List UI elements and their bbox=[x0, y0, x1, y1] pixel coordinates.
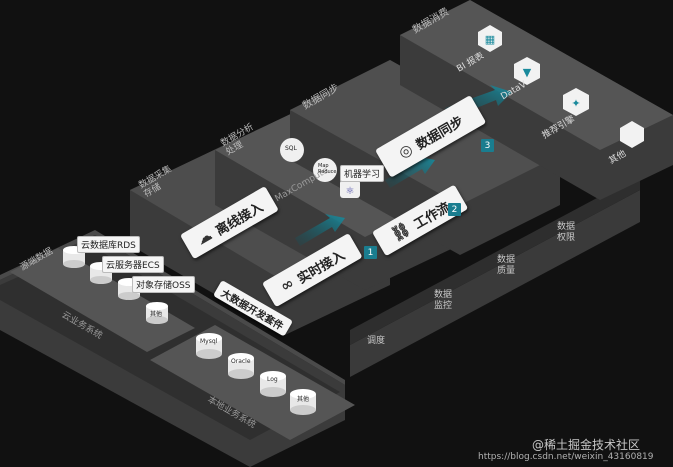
mapreduce-badge bbox=[313, 158, 337, 182]
watermark-community: @稀土掘金技术社区 bbox=[532, 438, 641, 452]
ml-callout: 机器学习 bbox=[340, 165, 385, 182]
governance-schedule: 调度 bbox=[366, 336, 385, 346]
step-3-badge: 3 bbox=[481, 139, 494, 152]
governance-quality: 数据质量 bbox=[496, 255, 515, 276]
svg-text:✦: ✦ bbox=[571, 97, 580, 110]
cloud-system-strip bbox=[10, 248, 195, 352]
log-cylinder bbox=[260, 371, 286, 397]
step-2-badge: 2 bbox=[448, 203, 461, 216]
mysql-cylinder bbox=[196, 333, 222, 359]
log-label: Log bbox=[267, 376, 278, 383]
workflow-icon: ⛓ bbox=[387, 219, 414, 245]
cloud-other-label: 其他 bbox=[150, 311, 163, 318]
oss-callout: 对象存储OSS bbox=[132, 276, 195, 293]
oracle-label: Oracle bbox=[231, 358, 251, 365]
governance-monitor: 数据监控 bbox=[433, 290, 452, 311]
rds-callout: 云数据库RDS bbox=[77, 236, 140, 253]
bi-report-hex: ▦ bbox=[478, 25, 502, 52]
flow-arrow-2 bbox=[385, 156, 435, 188]
sync-icon: ◎ bbox=[395, 139, 416, 162]
other-hex bbox=[620, 121, 644, 148]
step-1-badge: 1 bbox=[364, 246, 377, 259]
svg-text:▦: ▦ bbox=[485, 33, 495, 46]
mapreduce-label: Map Reduce bbox=[318, 163, 337, 175]
svg-text:⚛: ⚛ bbox=[346, 186, 355, 197]
governance-panel bbox=[350, 190, 640, 377]
flow-arrow-1 bbox=[295, 214, 345, 246]
cloud-other-cylinder bbox=[146, 302, 168, 324]
ml-badge: ⚛ bbox=[340, 180, 360, 198]
governance-permission: 数据权限 bbox=[556, 222, 575, 243]
sql-badge bbox=[280, 138, 304, 162]
link-icon: ∞ bbox=[277, 273, 298, 296]
svg-text:▼: ▼ bbox=[523, 66, 532, 79]
oracle-cylinder bbox=[228, 353, 254, 379]
offline-icon: ☁ bbox=[193, 225, 216, 249]
local-other-cylinder bbox=[290, 389, 316, 415]
watermark-url: https://blog.csdn.net/weixin_43160819 bbox=[478, 452, 654, 462]
mysql-label: Mysql bbox=[200, 338, 218, 345]
sql-label: SQL bbox=[285, 145, 297, 152]
recommend-hex: ✦ bbox=[563, 88, 589, 116]
datav-hex: ▼ bbox=[514, 57, 540, 85]
local-other-label: 其他 bbox=[297, 396, 310, 403]
ecs-callout: 云服务器ECS bbox=[102, 256, 164, 273]
